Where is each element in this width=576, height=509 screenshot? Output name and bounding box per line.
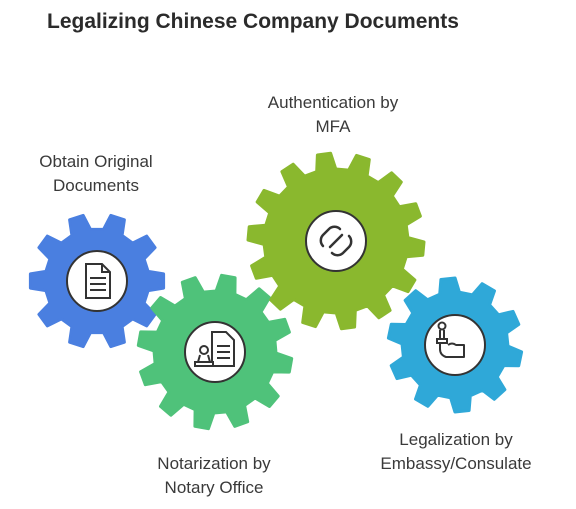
page-title: Legalizing Chinese Company Documents (47, 10, 459, 33)
authentication-link-icon (305, 210, 367, 272)
notary-stamp-icon (184, 321, 246, 383)
hand-stamp-icon (424, 314, 486, 376)
document-icon (66, 250, 128, 312)
